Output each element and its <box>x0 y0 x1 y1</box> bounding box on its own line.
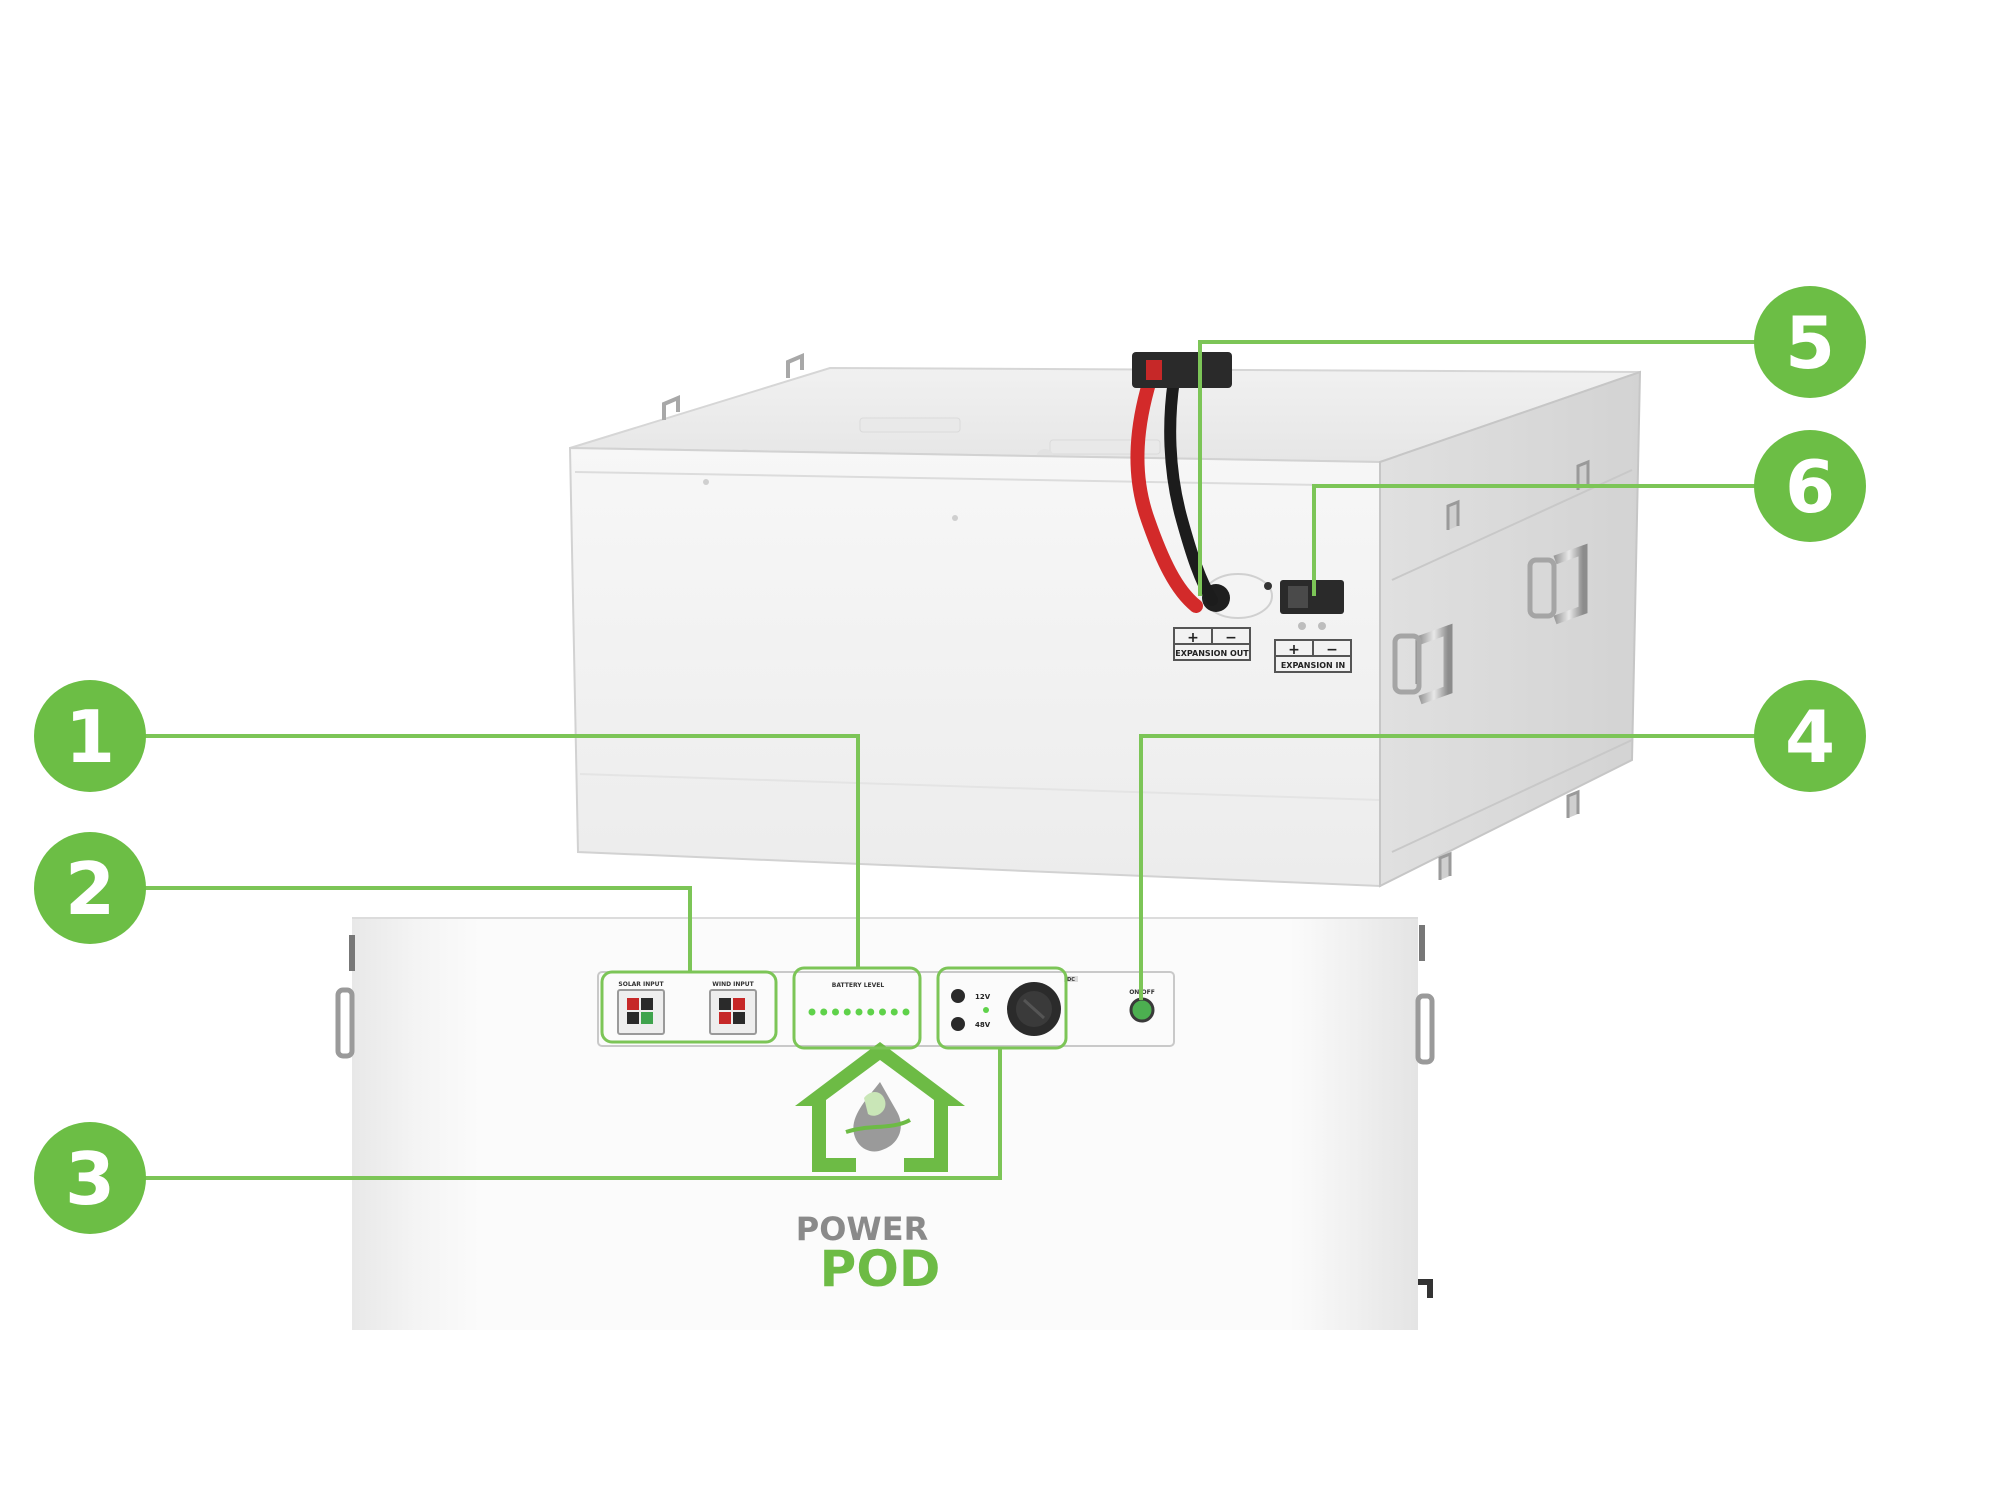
battery-level-label: BATTERY LEVEL <box>832 982 885 989</box>
side-latch <box>1438 851 1452 880</box>
lid-latch <box>662 394 680 420</box>
dc-status-led <box>983 1007 989 1013</box>
expansion-in-minus: − <box>1326 642 1338 658</box>
callout-marker-6 <box>1754 430 1866 542</box>
callout-number-1: 1 <box>65 695 115 779</box>
numbered-circle-icon: 1 2 3 4 5 6 <box>34 286 1866 1234</box>
front-unit-foot-right <box>1418 1279 1433 1298</box>
house-leaf-drop-icon <box>795 1042 965 1172</box>
battery-led <box>820 1008 828 1016</box>
battery-led <box>902 1008 910 1016</box>
logo-text-pod: POD <box>820 1240 941 1298</box>
wind-input-label: WIND INPUT <box>712 981 754 988</box>
dc-12v-indicator <box>951 989 965 1003</box>
callout-marker-2 <box>34 832 146 944</box>
control-panel <box>597 971 1175 1047</box>
dc-output-section: DC 12V 48V <box>951 976 1078 1036</box>
leader-line-5 <box>1198 340 1760 596</box>
dc-12v-label: 12V <box>975 993 991 1001</box>
dc-48v-label: 48V <box>975 1021 991 1029</box>
dc-socket-icon[interactable] <box>1007 982 1061 1036</box>
callout-number-3: 3 <box>65 1137 115 1221</box>
wind-input-port[interactable]: WIND INPUT <box>709 981 757 1035</box>
expansion-in-port[interactable] <box>1280 580 1344 630</box>
callout-marker-3 <box>34 1122 146 1234</box>
callout-marker-4 <box>1754 680 1866 792</box>
rivet <box>703 479 709 485</box>
battery-led <box>855 1008 863 1016</box>
battery-led <box>879 1008 886 1016</box>
side-face-seam <box>1391 739 1633 853</box>
callout-number-6: 6 <box>1785 445 1835 529</box>
side-handle <box>1527 543 1588 625</box>
logo-text-power: POWER <box>796 1210 928 1248</box>
front-unit-handle-left <box>335 987 355 1059</box>
dc-output-header: DC <box>1067 977 1075 983</box>
callout-marker-5 <box>1754 286 1866 398</box>
solar-input-port[interactable]: SOLAR INPUT <box>617 981 665 1035</box>
expansion-in-label: EXPANSION IN <box>1281 661 1345 670</box>
callout-number-5: 5 <box>1785 301 1835 385</box>
callout-number-2: 2 <box>65 847 115 931</box>
dc-48v-indicator <box>951 1017 965 1031</box>
callout-lines <box>138 340 1760 1180</box>
front-battery-unit: SOLAR INPUT WIND INPUT BATTERY LEVEL DC <box>335 917 1435 1330</box>
battery-level-leds <box>808 1008 910 1016</box>
front-unit-handle-right <box>1415 993 1435 1065</box>
leader-line-3 <box>138 1048 1002 1180</box>
top-unit-front-face <box>568 446 1381 888</box>
battery-led <box>808 1008 816 1016</box>
expansion-out-plus: + <box>1187 630 1199 646</box>
battery-led <box>890 1008 898 1016</box>
side-latch <box>1446 499 1460 530</box>
rivet <box>952 515 958 521</box>
side-latch <box>1576 459 1590 490</box>
battery-led <box>843 1008 851 1016</box>
side-latch <box>1566 789 1580 818</box>
front-face-seam <box>574 471 1381 487</box>
expansion-in-plus: + <box>1288 642 1300 658</box>
top-unit-side-face <box>1379 370 1642 888</box>
battery-level-indicator: BATTERY LEVEL <box>808 982 910 1016</box>
lid-latch <box>786 352 804 378</box>
front-face-seam <box>579 773 1381 801</box>
leader-line-1 <box>138 734 860 968</box>
callout-number-4: 4 <box>1785 695 1835 779</box>
callout-marker-1 <box>34 680 146 792</box>
expansion-out-label: EXPANSION OUT <box>1175 649 1249 658</box>
expansion-out-label-box: + − EXPANSION OUT <box>1173 627 1251 661</box>
leader-line-2 <box>138 886 692 972</box>
solar-input-label: SOLAR INPUT <box>618 981 664 988</box>
leader-line-6 <box>1312 484 1760 596</box>
side-face-seam <box>1391 469 1633 581</box>
expansion-out-minus: − <box>1225 630 1237 646</box>
side-handle <box>1392 623 1453 705</box>
leader-line-4 <box>1139 734 1760 1000</box>
lid-slot <box>859 417 961 433</box>
battery-led <box>867 1008 875 1016</box>
expansion-in-label-box: + − EXPANSION IN <box>1274 639 1352 673</box>
battery-led <box>832 1008 839 1016</box>
top-battery-unit: + − EXPANSION OUT + − EXPANSION IN <box>568 352 1642 888</box>
